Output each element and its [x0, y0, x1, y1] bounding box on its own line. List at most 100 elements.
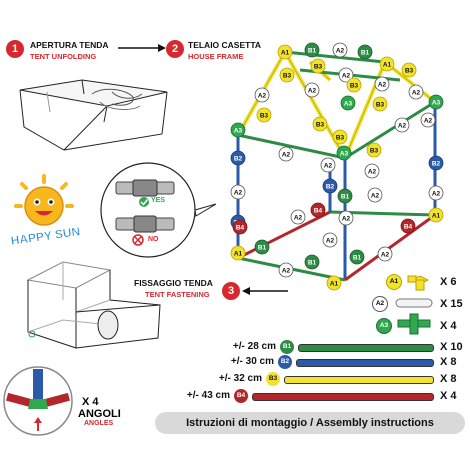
frame-badge-b3: B3	[310, 58, 326, 74]
frame-badge-label: A2	[371, 192, 380, 199]
frame-badge-label: A2	[381, 251, 390, 258]
frame-badge-label: A1	[383, 61, 392, 68]
frame-badge-label: B1	[353, 254, 362, 261]
frame-badge-b2: B2	[230, 150, 246, 166]
rod-b2-qty: X 8	[440, 356, 457, 368]
rod-b1-qty: X 10	[440, 341, 463, 353]
frame-badge-label: B3	[405, 67, 414, 74]
rod-b4-bar	[252, 393, 434, 401]
rod-b2-length: +/- 30 cm	[230, 356, 274, 367]
frame-badge-a2: A2	[408, 84, 424, 100]
frame-rod-b1	[237, 133, 346, 160]
frame-badge-label: A2	[368, 168, 377, 175]
rod-b4-length: +/- 43 cm	[186, 390, 230, 401]
frame-badge-b1: B1	[349, 249, 365, 265]
frame-badge-circle	[254, 87, 270, 103]
frame-badge-label: A3	[234, 127, 243, 134]
angle-connector-illustration	[3, 366, 73, 436]
frame-badge-circle	[332, 42, 348, 58]
frame-badge-label: A2	[412, 89, 421, 96]
connector-a3-badge: A3	[376, 318, 392, 334]
frame-badge-circle	[304, 254, 320, 270]
frame-badge-circle	[379, 56, 395, 72]
frame-badge-a3: A3	[340, 95, 356, 111]
connector-a3-qty: X 4	[440, 320, 457, 332]
frame-badge-b1: B1	[254, 239, 270, 255]
frame-badge-a1: A1	[326, 275, 342, 291]
rod-b4-badge: B4	[234, 389, 248, 403]
connection-check-illustration	[100, 162, 216, 258]
assembly-instructions-footer: Istruzioni di montaggio / Assembly instr…	[155, 412, 465, 434]
frame-badge-circle	[338, 210, 354, 226]
frame-badge-circle	[304, 82, 320, 98]
rod-b4-qty: X 4	[440, 390, 457, 402]
frame-badge-a2: A2	[320, 157, 336, 173]
step-2-title: TELAIO CASETTA	[188, 40, 262, 50]
frame-badge-b3: B3	[401, 62, 417, 78]
frame-badge-b3: B3	[372, 96, 388, 112]
frame-badge-circle	[408, 84, 424, 100]
frame-badge-a2: A2	[338, 67, 354, 83]
frame-badge-circle	[322, 232, 338, 248]
rod-b1-length: +/- 28 cm	[232, 341, 276, 352]
frame-badge-circle	[336, 145, 352, 161]
frame-badge-label: A2	[294, 214, 303, 221]
frame-badge-b3: B3	[312, 116, 328, 132]
frame-badge-circle	[230, 150, 246, 166]
step-2-number: 2	[166, 40, 184, 58]
frame-badge-a2: A2	[278, 146, 294, 162]
frame-badge-circle	[278, 146, 294, 162]
frame-badge-circle	[372, 96, 388, 112]
frame-badge-label: A2	[378, 81, 387, 88]
frame-badge-a2: A2	[367, 187, 383, 203]
step-1-number: 1	[6, 40, 24, 58]
frame-badge-a2: A2	[332, 42, 348, 58]
frame-badge-circle	[278, 262, 294, 278]
frame-badge-label: A2	[282, 151, 291, 158]
frame-badge-label: A2	[324, 162, 333, 169]
frame-badge-label: B3	[314, 63, 323, 70]
frame-badge-b3: B3	[346, 77, 362, 93]
happy-sun-logo: HAPPY SUN	[10, 174, 81, 248]
frame-badge-label: A2	[336, 47, 345, 54]
rod-b2-bar	[296, 359, 434, 367]
frame-badge-circle	[428, 185, 444, 201]
frame-badge-label: B1	[308, 259, 317, 266]
frame-badge-a1: A1	[379, 56, 395, 72]
step-3-subtitle: TENT FASTENING	[145, 290, 210, 299]
frame-badge-label: A2	[308, 87, 317, 94]
frame-badge-circle	[326, 275, 342, 291]
rod-b2-badge: B2	[278, 355, 292, 369]
frame-badge-circle	[366, 142, 382, 158]
frame-badge-a2: A2	[428, 185, 444, 201]
frame-badge-label: A2	[342, 215, 351, 222]
arrow-right-icon	[118, 44, 166, 52]
frame-badge-circle	[312, 116, 328, 132]
frame-rod-b3-outline	[384, 61, 436, 103]
frame-badge-circle	[340, 95, 356, 111]
frame-badge-label: A2	[424, 117, 433, 124]
frame-badge-b3: B3	[332, 129, 348, 145]
rod-b1-badge: B1	[280, 340, 294, 354]
frame-badge-b4: B4	[310, 202, 326, 218]
frame-badge-label: B1	[308, 47, 317, 54]
frame-badge-label: A3	[432, 99, 441, 106]
frame-badge-circle	[230, 184, 246, 200]
connector-a2-badge: A2	[372, 296, 388, 312]
frame-badge-b3: B3	[256, 107, 272, 123]
frame-badge-a2: A2	[338, 210, 354, 226]
frame-badge-a2: A2	[278, 262, 294, 278]
frame-badge-label: B3	[370, 147, 379, 154]
frame-badge-circle	[401, 62, 417, 78]
frame-badge-label: A2	[234, 189, 243, 196]
frame-badge-label: A2	[282, 267, 291, 274]
frame-badge-b3: B3	[366, 142, 382, 158]
frame-badge-label: B2	[326, 183, 335, 190]
frame-badge-circle	[428, 155, 444, 171]
frame-badge-a2: A2	[230, 184, 246, 200]
frame-badge-a2: A2	[322, 232, 338, 248]
frame-badge-label: A2	[342, 72, 351, 79]
rod-b3-badge: B3	[266, 372, 280, 386]
